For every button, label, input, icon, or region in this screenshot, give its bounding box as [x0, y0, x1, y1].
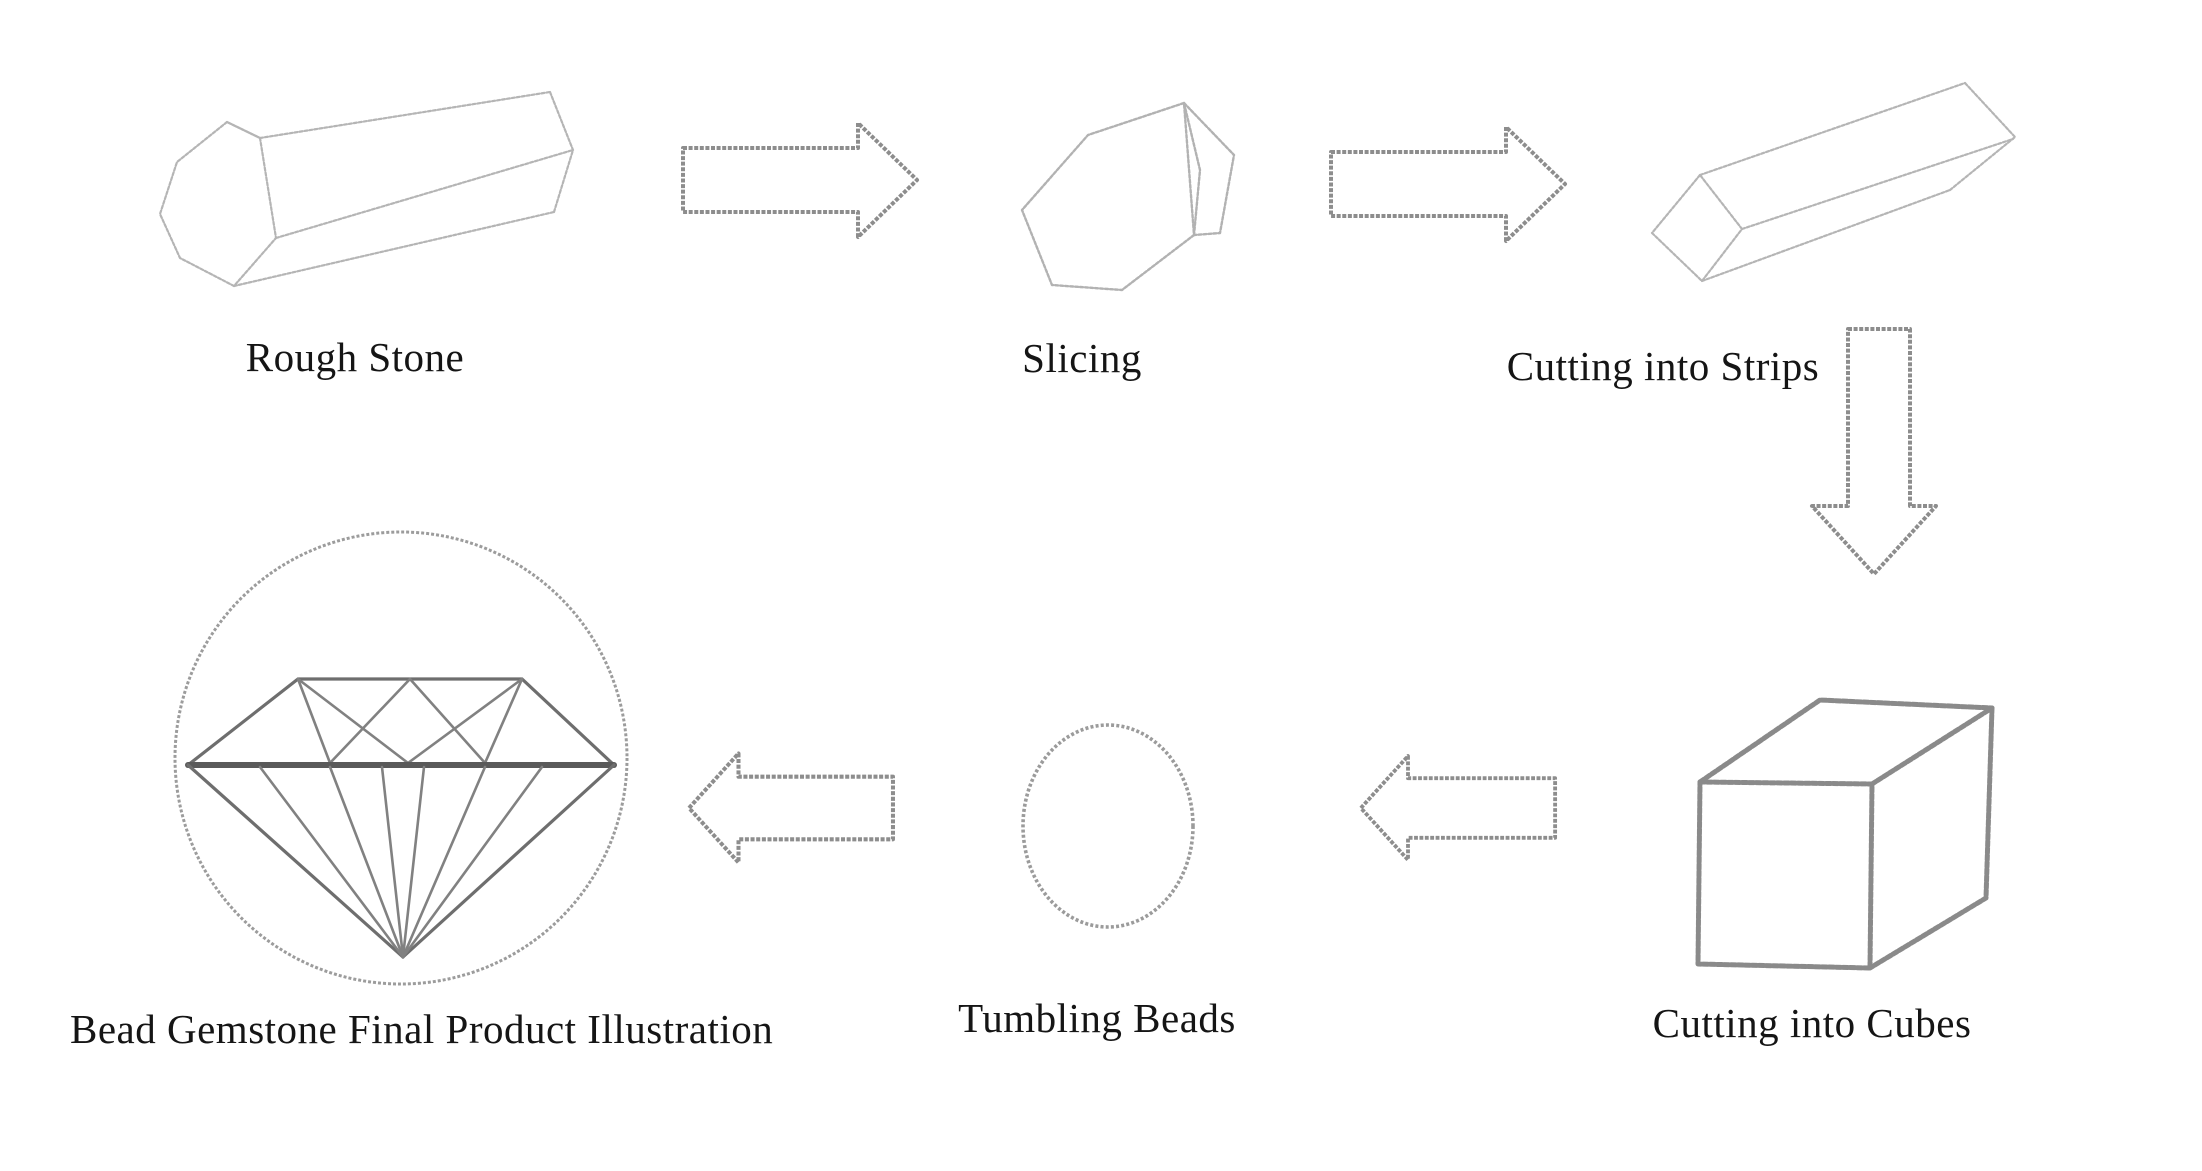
tumbling-beads-illustration — [1018, 720, 1198, 932]
cutting-into-strips-illustration — [1645, 75, 2030, 290]
arrow-right-icon — [1328, 124, 1568, 252]
tumbling-beads-label: Tumbling Beads — [958, 995, 1236, 1041]
cutting-into-strips-label: Cutting into Strips — [1506, 343, 1820, 389]
arrow-left-icon — [686, 745, 896, 871]
cutting-into-cubes-illustration — [1692, 692, 1998, 978]
final-product-label: Bead Gemstone Final Product Illustration — [70, 1006, 774, 1052]
slicing-illustration — [1012, 95, 1242, 295]
rough-stone-label: Rough Stone — [245, 334, 465, 380]
hexagonal-prism-icon — [158, 90, 575, 288]
hexagonal-slice-icon — [1020, 101, 1236, 292]
cutting-into-cubes-label: Cutting into Cubes — [1652, 1000, 1972, 1046]
arrow-down-icon — [1806, 326, 1942, 578]
slicing-label: Slicing — [1022, 335, 1142, 381]
arrow-left-icon — [1358, 748, 1558, 868]
faceted-gem-icon — [173, 530, 629, 986]
arrow-right-icon — [680, 120, 920, 248]
cube-icon — [1695, 697, 1995, 971]
final-product-illustration — [170, 527, 632, 989]
rough-stone-illustration — [152, 76, 592, 296]
bead-circle-icon — [1021, 723, 1195, 929]
strip-icon — [1650, 81, 2017, 283]
